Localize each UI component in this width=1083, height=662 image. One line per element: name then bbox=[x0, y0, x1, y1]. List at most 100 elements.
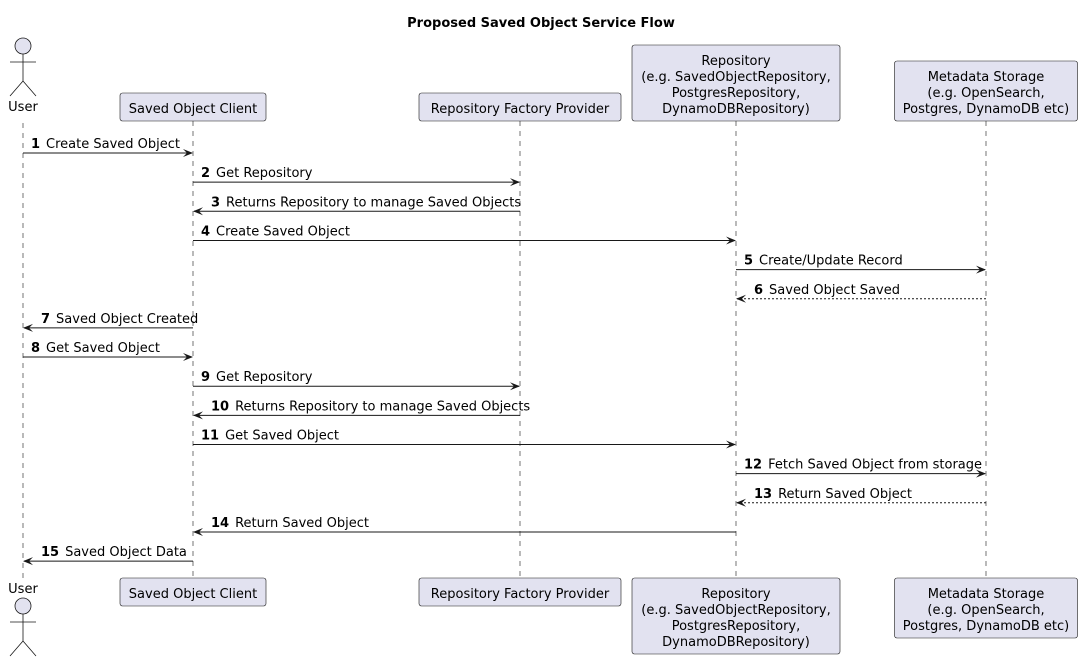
message-number: 5 bbox=[744, 254, 753, 269]
message-text: Saved Object Created bbox=[56, 312, 198, 327]
message-text: Get Saved Object bbox=[225, 429, 339, 444]
arrowhead bbox=[193, 411, 203, 420]
message-text: Create/Update Record bbox=[759, 254, 903, 269]
message-number: 13 bbox=[754, 487, 772, 502]
message-text: Create Saved Object bbox=[46, 137, 180, 152]
message-11: 11 Get Saved Object bbox=[193, 429, 736, 449]
diagram-title: Proposed Saved Object Service Flow bbox=[407, 16, 675, 31]
message-label: 7 Saved Object Created bbox=[41, 312, 198, 327]
actor-user-top: User bbox=[8, 37, 38, 115]
message-label: 15 Saved Object Data bbox=[41, 545, 187, 560]
message-label: 10 Returns Repository to manage Saved Obj… bbox=[211, 399, 530, 414]
participant-factory-bottom: Repository Factory Provider bbox=[418, 577, 622, 607]
participant-label: Saved Object Client bbox=[129, 102, 257, 117]
message-number: 9 bbox=[201, 370, 210, 385]
actor-head bbox=[14, 37, 32, 55]
message-text: Saved Object Data bbox=[65, 545, 187, 560]
arrowhead bbox=[183, 353, 193, 362]
message-label: 12 Fetch Saved Object from storage bbox=[744, 458, 982, 473]
participant-box bbox=[418, 92, 622, 122]
message-text: Create Saved Object bbox=[216, 224, 350, 239]
message-text: Return Saved Object bbox=[235, 516, 369, 531]
participant-box bbox=[119, 92, 267, 122]
participant-label: Metadata Storage bbox=[928, 587, 1045, 602]
message-number: 1 bbox=[31, 137, 40, 152]
participant-box bbox=[418, 577, 622, 607]
arrowhead bbox=[23, 557, 33, 566]
message-number: 10 bbox=[211, 399, 229, 414]
message-number: 4 bbox=[201, 224, 210, 239]
actor-figure bbox=[9, 614, 37, 657]
participant-label: DynamoDBRepository) bbox=[662, 102, 810, 117]
message-text: Returns Repository to manage Saved Objec… bbox=[235, 399, 530, 414]
message-15: 15 Saved Object Data bbox=[23, 545, 193, 566]
participant-label: Postgres, DynamoDB etc) bbox=[903, 619, 1069, 634]
participant-label: Metadata Storage bbox=[928, 70, 1045, 85]
message-label: 1 Create Saved Object bbox=[31, 137, 180, 152]
participant-label: PostgresRepository, bbox=[672, 619, 801, 634]
arrowhead bbox=[736, 294, 746, 303]
participant-repo-bottom: Repository(e.g. SavedObjectRepository,Po… bbox=[631, 577, 841, 655]
participant-label: (e.g. OpenSearch, bbox=[927, 86, 1044, 101]
participant-label: (e.g. SavedObjectRepository, bbox=[641, 603, 830, 618]
participant-box bbox=[894, 60, 1078, 122]
lifelines bbox=[22, 121, 987, 578]
message-number: 8 bbox=[31, 341, 40, 356]
message-number: 6 bbox=[754, 283, 763, 298]
message-number: 2 bbox=[201, 166, 210, 181]
participant-label: Repository bbox=[701, 54, 770, 69]
participant-label: Repository bbox=[701, 587, 770, 602]
participant-label: PostgresRepository, bbox=[672, 86, 801, 101]
participant-box bbox=[119, 577, 267, 607]
message-label: 5 Create/Update Record bbox=[744, 254, 903, 269]
actor-user-bottom: User bbox=[8, 582, 38, 657]
participants-bottom: User Saved Object Client Repository Factor… bbox=[8, 577, 1078, 657]
participant-label: Postgres, DynamoDB etc) bbox=[903, 102, 1069, 117]
arrowhead bbox=[193, 207, 203, 216]
message-10: 10 Returns Repository to manage Saved Obj… bbox=[193, 399, 530, 420]
actor-head bbox=[14, 597, 32, 615]
message-1: 1 Create Saved Object bbox=[23, 137, 193, 157]
participant-label: DynamoDBRepository) bbox=[662, 635, 810, 650]
participant-box bbox=[631, 577, 841, 655]
arrowhead bbox=[726, 440, 736, 449]
participant-label: (e.g. SavedObjectRepository, bbox=[641, 70, 830, 85]
participant-storage-bottom: Metadata Storage(e.g. OpenSearch,Postgre… bbox=[894, 577, 1078, 639]
arrowhead bbox=[183, 149, 193, 157]
participant-client-bottom: Saved Object Client bbox=[119, 577, 267, 607]
message-number: 7 bbox=[41, 312, 50, 327]
arrowhead bbox=[976, 469, 986, 478]
participant-label: Repository Factory Provider bbox=[431, 587, 610, 602]
message-12: 12 Fetch Saved Object from storage bbox=[736, 458, 986, 478]
message-number: 11 bbox=[201, 429, 219, 444]
participant-storage-top: Metadata Storage(e.g. OpenSearch,Postgre… bbox=[894, 60, 1078, 122]
message-4: 4 Create Saved Object bbox=[193, 224, 736, 245]
message-text: Fetch Saved Object from storage bbox=[768, 458, 982, 473]
message-number: 15 bbox=[41, 545, 59, 560]
participant-label: Saved Object Client bbox=[129, 587, 257, 602]
participant-client-top: Saved Object Client bbox=[119, 92, 267, 122]
message-14: 14 Return Saved Object bbox=[193, 516, 736, 536]
message-number: 14 bbox=[211, 516, 229, 531]
arrowhead bbox=[193, 527, 203, 536]
message-7: 7 Saved Object Created bbox=[23, 312, 198, 332]
participant-label: (e.g. OpenSearch, bbox=[927, 603, 1044, 618]
participant-box bbox=[631, 44, 841, 122]
arrowhead bbox=[976, 265, 986, 274]
message-label: 14 Return Saved Object bbox=[211, 516, 369, 531]
participant-label: Repository Factory Provider bbox=[431, 102, 610, 117]
message-number: 12 bbox=[744, 458, 762, 473]
message-label: 11 Get Saved Object bbox=[201, 429, 339, 444]
message-text: Returns Repository to manage Saved Objec… bbox=[226, 195, 521, 210]
